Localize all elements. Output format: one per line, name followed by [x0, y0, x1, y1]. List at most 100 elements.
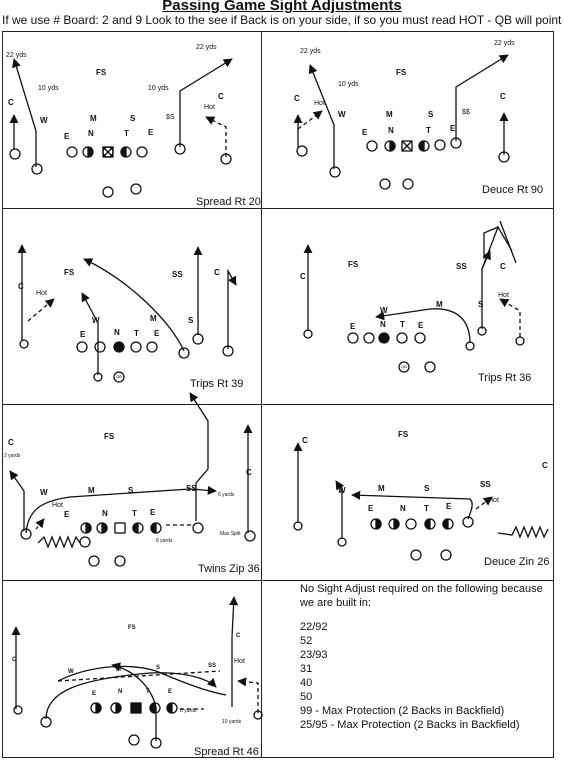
label-10yards: 10 yards — [222, 719, 242, 725]
defender-c: C — [500, 92, 506, 101]
grid-divider-row2 — [3, 404, 553, 405]
note-item: 52 — [300, 635, 313, 647]
defender-w: W — [338, 486, 346, 495]
defender-n: N — [380, 320, 386, 329]
defender-t: T — [132, 509, 137, 518]
play-diagram-deuce-rt-90 — [293, 54, 510, 190]
note-item: 99 - Max Protection (2 Backs in Backfiel… — [300, 705, 505, 717]
defender-c: C — [18, 282, 24, 291]
defender-e: E — [362, 128, 368, 137]
defender-c: C — [8, 98, 14, 107]
defender-s: S — [156, 665, 160, 671]
defender-s: S — [478, 300, 484, 309]
defender-m: M — [378, 484, 385, 493]
defender-t: T — [146, 689, 150, 695]
play-diagram-trips-rt-36 — [303, 220, 525, 373]
label-10yds: 10 yds — [338, 81, 359, 88]
defender-e: E — [168, 689, 172, 695]
defender-s: S — [424, 484, 430, 493]
defender-ss: SS — [480, 480, 491, 489]
label-10yds: 10 yds — [148, 85, 169, 92]
defender-m: M — [436, 300, 443, 309]
note-item: 25/95 - Max Protection (2 Backs in Backf… — [300, 719, 520, 731]
defender-e: E — [446, 502, 452, 511]
label-hot: Hot — [36, 290, 47, 297]
defender-m: M — [88, 486, 95, 495]
page-subtitle: If we use # Board: 2 and 9 Look to the s… — [2, 13, 564, 27]
defender-c: C — [542, 461, 548, 470]
defender-c: C — [218, 92, 224, 101]
play-name: Spread Rt 20 — [196, 196, 261, 208]
defender-n: N — [114, 328, 120, 337]
defender-fs: FS — [104, 432, 115, 441]
defender-n: N — [88, 129, 94, 138]
defender-ss: SS — [172, 270, 183, 279]
label-22yds: 22 yds — [300, 48, 321, 55]
grid-divider-row3 — [3, 580, 553, 581]
defender-m: M — [150, 314, 157, 323]
label-qb: QB — [401, 364, 407, 369]
defender-e: E — [64, 510, 70, 519]
defender-m: M — [116, 667, 121, 673]
label-qb: QB — [116, 374, 122, 379]
page-title: Passing Game Sight Adjustments — [162, 0, 402, 14]
play-grid — [2, 31, 554, 758]
defender-m: M — [90, 114, 97, 123]
defender-w: W — [338, 110, 346, 119]
play-diagram-twins-zip-36 — [9, 392, 256, 567]
defender-fs: FS — [396, 68, 407, 77]
defender-fs: FS — [398, 430, 409, 439]
label-hot: Hot — [498, 292, 509, 299]
label-8yards: 8 yards — [180, 708, 197, 714]
grid-divider-row1 — [3, 208, 553, 209]
defender-e: E — [450, 124, 456, 133]
defender-ss: SS — [208, 663, 216, 669]
defender-c: C — [294, 94, 300, 103]
defender-e: E — [418, 321, 424, 330]
defender-t: T — [426, 126, 431, 135]
label-hot: Hot — [314, 100, 325, 107]
defender-c: C — [12, 657, 17, 663]
label-22yds: 22 yds — [196, 44, 217, 51]
label-2yards: 2 yards — [4, 453, 21, 459]
defender-w: W — [380, 306, 388, 315]
label-6yards: 6 yards — [218, 492, 235, 498]
defender-e: E — [154, 329, 160, 338]
defender-n: N — [388, 126, 394, 135]
note-item: 22/92 — [300, 621, 328, 633]
defender-w: W — [92, 316, 100, 325]
defender-s: S — [130, 114, 136, 123]
label-8yards: 8 yards — [156, 538, 173, 544]
grid-divider-vertical — [261, 32, 262, 757]
defender-e: E — [350, 322, 356, 331]
note-item: 40 — [300, 677, 313, 689]
defender-e: E — [368, 504, 374, 513]
label-hot: Hot — [204, 104, 215, 111]
defender-t: T — [424, 504, 429, 513]
label-22yds: 22 yds — [6, 52, 27, 59]
label-hot: Hot — [52, 502, 63, 509]
label-hot: Hot — [234, 658, 245, 665]
defender-w: W — [68, 669, 74, 675]
defender-c: C — [8, 438, 14, 447]
play-name: Deuce Zin 26 — [484, 556, 550, 568]
defender-fs: FS — [64, 268, 75, 277]
play-diagram-spread-rt-46 — [11, 596, 263, 749]
defender-c: C — [500, 262, 506, 271]
note-item: 23/93 — [300, 649, 328, 661]
defender-c: C — [302, 436, 308, 445]
defender-w: W — [40, 116, 48, 125]
defender-c: C — [246, 468, 252, 477]
defender-e: E — [64, 132, 70, 141]
no-sight-adjust-note: No Sight Adjust required on the followin… — [300, 582, 550, 732]
defender-s: S — [128, 486, 134, 495]
defender-t: T — [400, 320, 405, 329]
defender-t: T — [124, 129, 129, 138]
label-ss: $S — [166, 114, 175, 121]
defender-c: C — [300, 272, 306, 281]
label-22yds: 22 yds — [494, 40, 515, 47]
note-item: 50 — [300, 691, 313, 703]
defender-c: C — [236, 633, 241, 639]
play-name: Deuce Rt 90 — [482, 184, 544, 196]
defender-n: N — [400, 504, 406, 513]
